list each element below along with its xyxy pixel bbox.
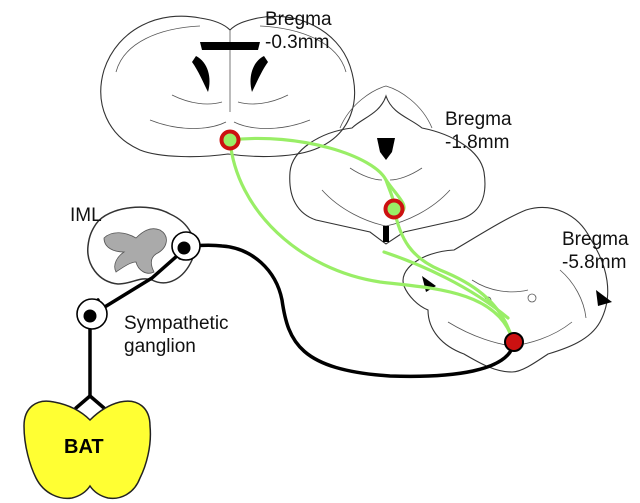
bregma-1-line2: -0.3mm xyxy=(265,32,330,53)
bregma-2-line2: -1.8mm xyxy=(445,132,510,153)
green-pathways xyxy=(228,136,514,340)
label-sympathetic-ganglion: Sympathetic ganglion xyxy=(124,312,229,358)
label-iml: IML xyxy=(70,205,102,226)
bat-organ xyxy=(23,400,152,500)
neuron-medulla xyxy=(504,332,524,352)
bregma-2-line1: Bregma xyxy=(445,109,512,130)
label-bregma-minus-0-3: Bregma -0.3mm xyxy=(265,8,332,54)
neuron-forebrain xyxy=(219,129,241,151)
brain-section-bregma-minus-0-3 xyxy=(100,15,356,158)
label-bregma-minus-5-8: Bregma -5.8mm xyxy=(562,228,629,274)
iml-neuron xyxy=(171,231,201,261)
bregma-3-line1: Bregma xyxy=(562,229,629,250)
label-bat: BAT xyxy=(64,436,104,458)
brain-section-bregma-minus-1-8 xyxy=(289,85,486,245)
bregma-1-line1: Bregma xyxy=(265,9,332,30)
label-bregma-minus-1-8: Bregma -1.8mm xyxy=(445,108,512,154)
ganglion-line1: Sympathetic xyxy=(124,313,229,334)
ganglion-neuron xyxy=(76,298,108,330)
bregma-3-line2: -5.8mm xyxy=(562,252,627,273)
ganglion-line2: ganglion xyxy=(124,336,196,357)
neuron-midbrain xyxy=(383,198,405,220)
